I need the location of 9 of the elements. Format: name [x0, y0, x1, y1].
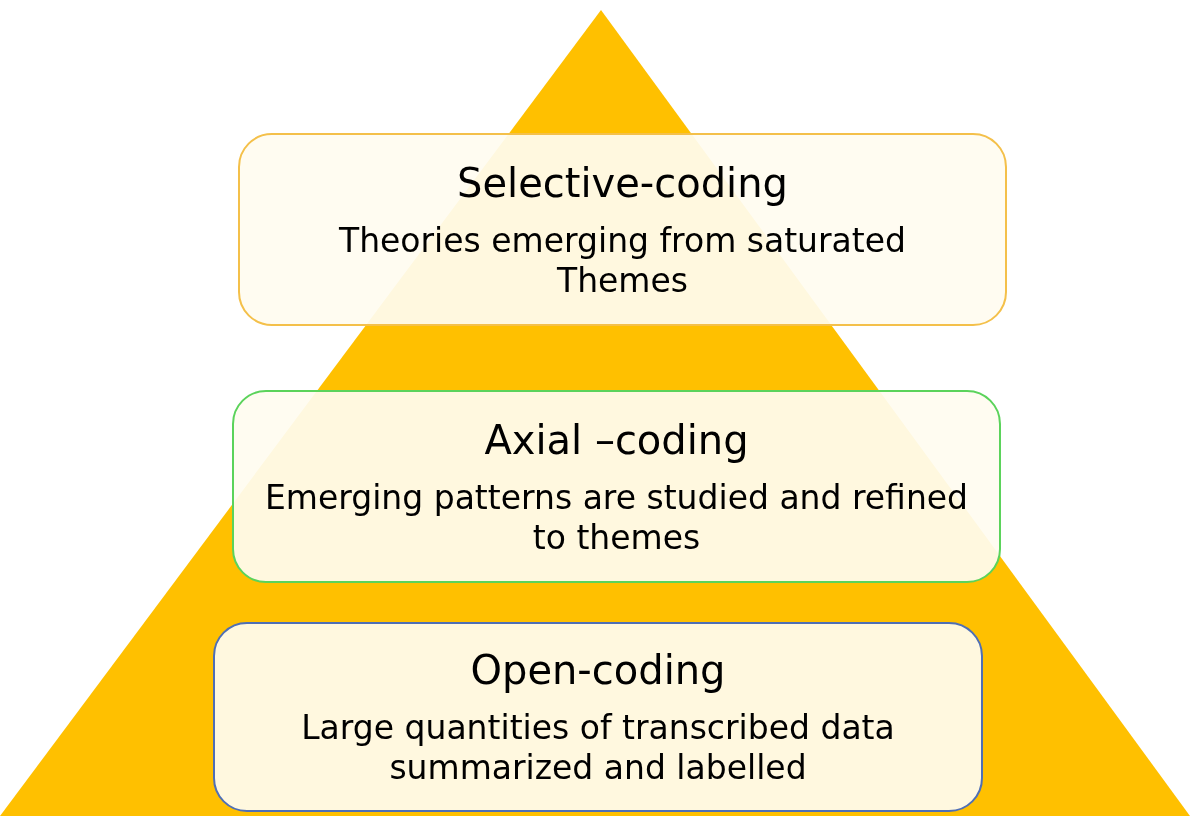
level-description: Large quantities of transcribed data summarized and labelled [300, 708, 896, 788]
level-box [232, 390, 1001, 583]
level-description: Emerging patterns are studied and refined to themes [264, 477, 969, 558]
level-title: Open-coding [470, 646, 726, 695]
level-box [213, 622, 983, 812]
level-description: Theories emerging from saturated Themes [338, 220, 907, 301]
level-box [238, 133, 1007, 326]
level-title: Axial –coding [484, 415, 749, 464]
level-title: Selective-coding [457, 158, 788, 207]
